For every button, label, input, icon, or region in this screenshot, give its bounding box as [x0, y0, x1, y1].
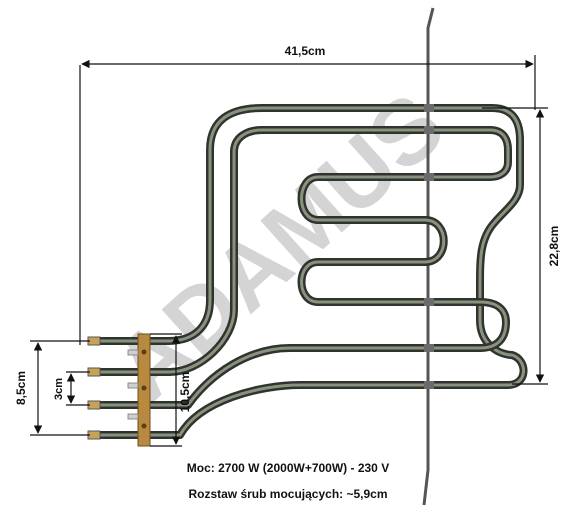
mounting-bracket [127, 333, 151, 447]
terminal-span-label: 8,5cm [14, 371, 28, 405]
terminals [87, 336, 101, 440]
rod-clips [424, 104, 434, 389]
power-caption: Moc: 2700 W (2000W+700W) - 230 V [186, 461, 390, 475]
width-label: 41,5cm [285, 44, 326, 58]
support-rod [422, 7, 435, 506]
height-label: 22,8cm [547, 226, 561, 267]
dimension-lines [30, 55, 548, 447]
heating-tubes [91, 104, 528, 439]
terminal-pitch-label: 3cm [53, 378, 65, 400]
screw-spacing-caption: Rozstaw śrub mocujących: ~5,9cm [188, 487, 388, 501]
bracket-length-label: 10,5cm [178, 372, 192, 413]
